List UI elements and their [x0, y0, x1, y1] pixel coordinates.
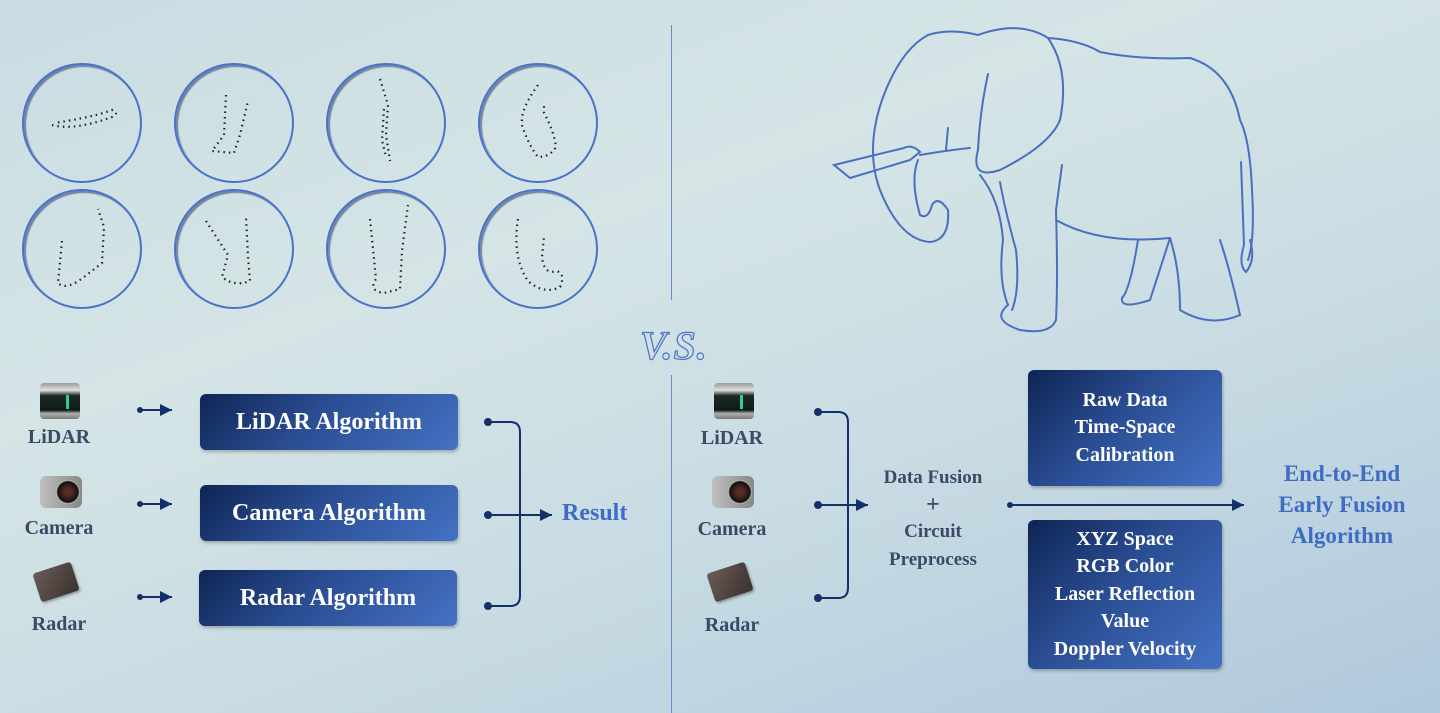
raw-data-box: Raw Data Time-Space Calibration: [1028, 370, 1222, 486]
fusion-plus: +: [926, 492, 940, 518]
features-box: XYZ Space RGB Color Laser Reflection Val…: [1028, 520, 1222, 669]
divider-line-top: [671, 25, 672, 300]
box-line: Value: [1100, 610, 1150, 633]
fusion-label: Data Fusion + Circuit Preprocess: [868, 464, 998, 574]
fusion-line1: Data Fusion: [883, 467, 983, 488]
sensor-label-radar-right: Radar: [704, 614, 760, 636]
lidar-icon: [40, 383, 80, 419]
elephant-illustration: [831, 27, 1254, 333]
box-line: Doppler Velocity: [1053, 637, 1197, 660]
point-cloud-circle: [326, 63, 446, 183]
output-line: Early Fusion: [1278, 492, 1406, 517]
radar-algorithm-box: Radar Algorithm: [199, 570, 457, 626]
point-cloud-circle: [478, 63, 598, 183]
divider-line-bottom: [671, 375, 672, 713]
fusion-line3: Preprocess: [889, 549, 977, 570]
sensor-label-lidar: LiDAR: [27, 426, 91, 448]
point-cloud-circle: [478, 189, 598, 309]
sensor-label-lidar-right: LiDAR: [700, 427, 764, 449]
vs-label: V.S.: [639, 322, 708, 368]
box-line: RGB Color: [1076, 555, 1174, 578]
camera-icon: [40, 476, 82, 508]
output-line: Algorithm: [1290, 523, 1394, 548]
box-line: Raw Data: [1082, 388, 1168, 411]
point-cloud-circle: [22, 189, 142, 309]
camera-algorithm-box: Camera Algorithm: [200, 485, 458, 541]
output-label: End-to-End Early Fusion Algorithm: [1252, 458, 1432, 551]
lidar-algorithm-box: LiDAR Algorithm: [200, 394, 458, 450]
point-cloud-circle: [326, 189, 446, 309]
camera-icon: [712, 476, 754, 508]
sensor-label-camera-right: Camera: [697, 518, 767, 540]
box-line: Time-Space: [1074, 416, 1176, 439]
box-line: Laser Reflection: [1054, 582, 1196, 605]
sensor-label-camera: Camera: [24, 517, 94, 539]
point-cloud-circle: [22, 63, 142, 183]
lidar-icon: [714, 383, 754, 419]
output-line: End-to-End: [1283, 461, 1401, 486]
box-line: Calibration: [1075, 443, 1175, 466]
box-line: XYZ Space: [1076, 527, 1174, 550]
point-cloud-circle: [174, 63, 294, 183]
fusion-line2: Circuit: [904, 521, 962, 542]
point-cloud-circle: [174, 189, 294, 309]
sensor-label-radar: Radar: [31, 613, 87, 635]
result-label: Result: [562, 500, 628, 526]
